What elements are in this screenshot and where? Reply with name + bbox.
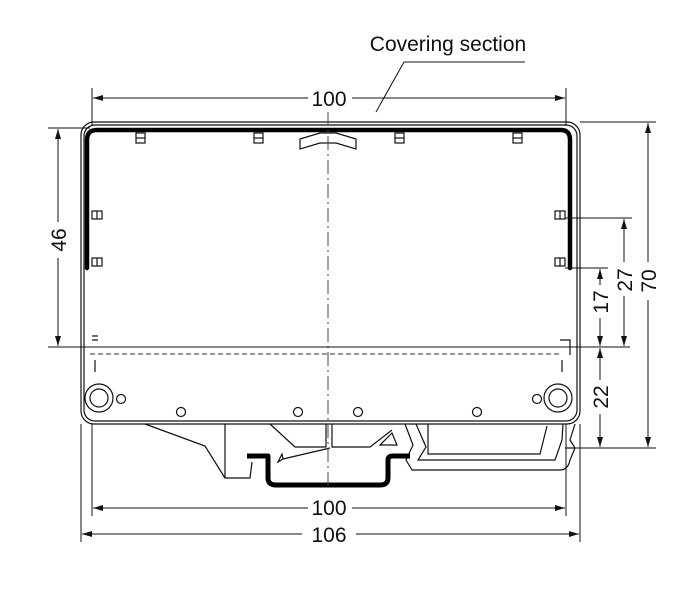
dimension-lines	[48, 88, 656, 542]
covering-section-callout: Covering section	[370, 33, 526, 113]
mounting-foot	[144, 423, 576, 479]
dim-right-27: 27	[614, 268, 637, 291]
latch-tabs	[91, 132, 566, 267]
dim-bottom-106: 106	[311, 524, 346, 547]
dim-bottom-100: 100	[311, 497, 346, 520]
dim-left-height: 46	[48, 228, 71, 251]
housing-body	[80, 121, 581, 425]
dim-right-70: 70	[638, 269, 661, 292]
dim-right-22: 22	[590, 385, 613, 408]
dim-right-17: 17	[590, 290, 613, 313]
covering-section	[84, 127, 573, 271]
covering-section-label: Covering section	[370, 33, 526, 56]
screw-holes	[84, 383, 573, 418]
hinge	[299, 132, 357, 150]
dim-top-width: 100	[311, 88, 346, 111]
din-rail	[247, 453, 410, 488]
